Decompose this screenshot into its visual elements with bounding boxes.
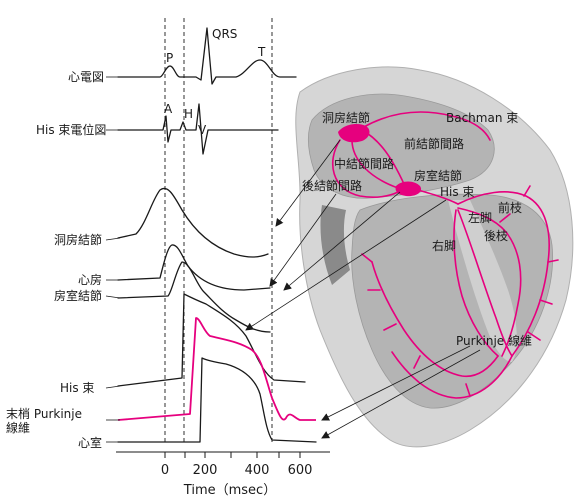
av-node-action-potential	[117, 261, 271, 333]
leader-av-node	[105, 295, 121, 299]
tick-label-600: 600	[288, 463, 313, 478]
label-purkinje-1: 末梢 Purkinje	[6, 406, 82, 421]
wave-label-p: P	[166, 51, 173, 65]
purkinje-action-potential	[117, 317, 316, 421]
sa-node-action-potential	[117, 187, 269, 258]
heart-label-anterior-branch: 前枝	[498, 200, 522, 215]
arrow-purkinje	[321, 345, 471, 421]
his-electrogram-trace	[117, 103, 279, 155]
mapping-arrows	[245, 139, 481, 439]
left-bundle-inner	[457, 209, 513, 357]
av-node-shape	[395, 181, 422, 197]
bachman-bundle-path	[361, 111, 491, 141]
atrium-action-potential	[117, 244, 271, 291]
ecg-trace	[117, 27, 297, 85]
conduction-system	[332, 111, 559, 399]
heart-label-purkinje: Purkinje 線維	[456, 333, 532, 348]
anterior-internodal-path	[361, 129, 405, 185]
label-ecg: 心電図	[68, 70, 104, 84]
wave-label-a: A	[164, 102, 173, 116]
time-axis-title: Time（msec）	[183, 483, 276, 498]
heart-label-right-bundle: 右脚	[432, 238, 456, 253]
time-axis: 0 200 400 600 Time（msec）	[116, 451, 330, 498]
heart-label-middle-internodal: 中結節間路	[334, 156, 394, 171]
heart-label-av-node: 房室結節	[414, 168, 462, 183]
heart-label-his-bundle: His 束	[440, 185, 474, 199]
label-sa-node: 洞房結節	[54, 232, 102, 247]
label-purkinje-2: 線維	[6, 420, 30, 435]
right-bundle-path	[453, 209, 499, 357]
wave-label-t: T	[257, 45, 266, 59]
arrow-atrium	[269, 193, 337, 287]
tick-label-400: 400	[245, 463, 270, 478]
arrow-sa-node	[275, 139, 341, 227]
left-bundle-anterior-branch	[457, 191, 550, 357]
wave-label-v: V	[198, 123, 207, 137]
label-atrium: 心房	[78, 272, 102, 287]
middle-internodal-path	[351, 139, 399, 189]
wave-label-qrs: QRS	[212, 27, 237, 41]
heart-dark-region	[320, 205, 350, 285]
heart-label-bachman: Bachman 束	[446, 111, 518, 125]
heart-label-posterior-internodal: 後結節間路	[302, 178, 362, 193]
heart-label-posterior-branch: 後枝	[484, 228, 508, 243]
row-labels: 心電図 His 束電位図 洞房結節 心房 房室結節 His 束 末梢 Purki…	[6, 70, 121, 450]
purkinje-twigs	[361, 185, 559, 397]
arrow-av-node	[283, 191, 401, 291]
ventricle-action-potential	[117, 357, 317, 443]
time-axis-ticks	[164, 452, 301, 458]
timing-guides	[164, 18, 273, 444]
heart-labels: 洞房結節 Bachman 束 前結節間路 中結節間路 房室結節 後結節間路 Hi…	[302, 110, 532, 348]
heart-atria-chamber	[308, 93, 495, 199]
heart-label-anterior-internodal: 前結節間路	[404, 136, 464, 151]
arrow-his-bundle	[245, 199, 447, 331]
label-his-bundle: His 束	[60, 381, 94, 395]
tick-label-0: 0	[161, 463, 169, 478]
his-bundle-path	[417, 189, 459, 205]
label-av-node: 房室結節	[54, 288, 102, 303]
posterior-internodal-path	[332, 139, 399, 199]
waveform-labels: P QRS T A H V	[164, 27, 266, 137]
tick-label-200: 200	[193, 463, 218, 478]
heart-label-sa-node: 洞房結節	[322, 110, 370, 125]
purkinje-outer	[391, 351, 513, 399]
wave-label-h: H	[184, 107, 193, 121]
leader-his-bundle	[105, 385, 121, 389]
leader-sa-node	[105, 237, 121, 241]
heart-label-left-bundle: 左脚	[468, 210, 492, 225]
purkinje-loop	[371, 261, 499, 378]
label-his-ecg: His 束電位図	[36, 122, 106, 137]
left-bundle-posterior-branch	[457, 207, 522, 357]
arrow-ventricle	[321, 349, 481, 439]
label-ventricle: 心室	[78, 435, 102, 450]
his-bundle-action-potential	[117, 293, 306, 387]
